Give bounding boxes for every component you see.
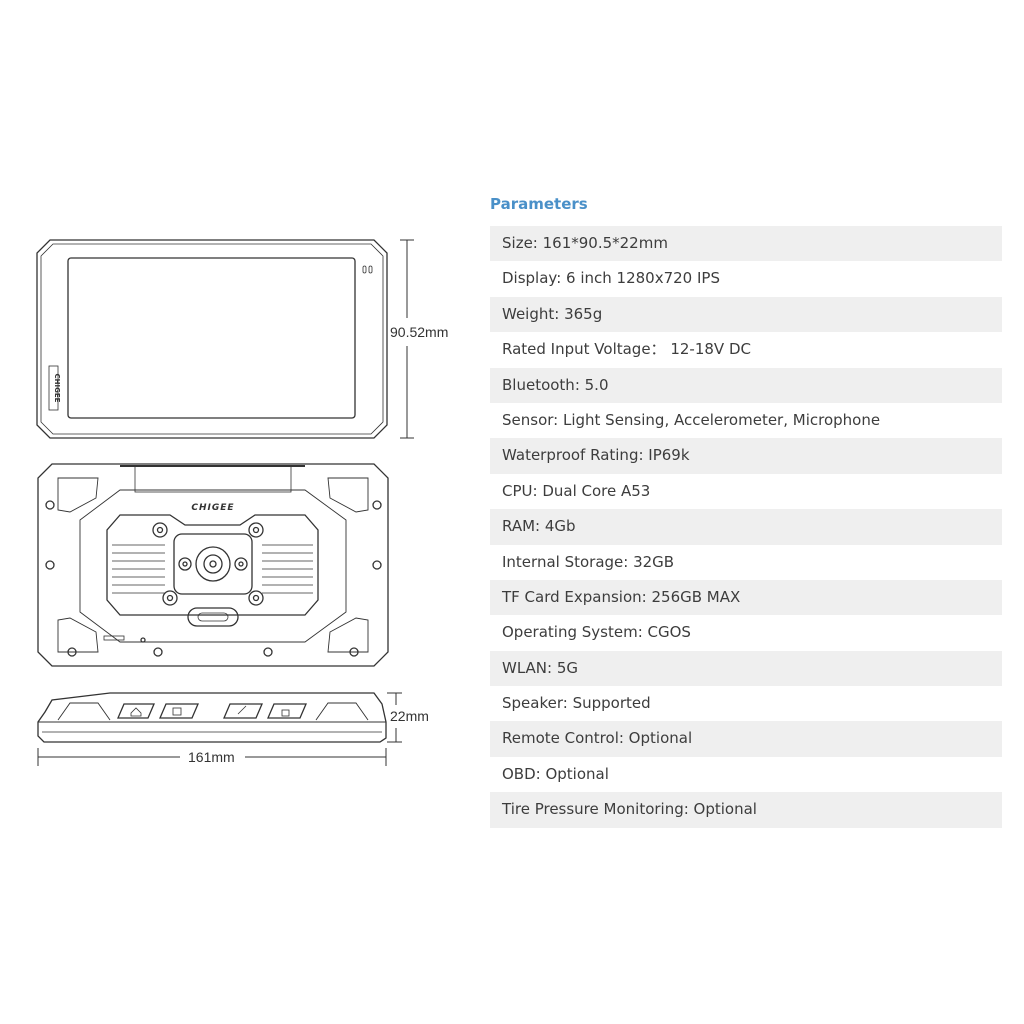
depth-label: 22mm <box>390 708 429 724</box>
logo-text-front: CHIGEE <box>53 374 61 403</box>
device-line-drawings: CHIGEE CHIGEE <box>36 239 414 766</box>
parameter-row: Waterproof Rating: IP69k <box>490 438 1002 474</box>
side-view <box>37 692 387 743</box>
technical-drawings: CHIGEE CHIGEE 90.52mm 22mm 161mm <box>0 0 480 1024</box>
parameter-row: Rated Input Voltage： 12-18V DC <box>502 340 751 359</box>
parameter-row: Weight: 365g <box>490 296 1002 333</box>
parameter-row: WLAN: 5G <box>490 650 1002 687</box>
parameter-row: Sensor: Light Sensing, Accelerometer, Mi… <box>502 410 881 429</box>
logo-text-back: CHIGEE <box>191 503 234 513</box>
parameter-row: RAM: 4Gb <box>490 509 1002 545</box>
width-dimension <box>37 748 387 766</box>
depth-dimension <box>387 692 402 743</box>
parameter-row: Tire Pressure Monitoring: Optional <box>490 792 1002 828</box>
parameter-row: CPU: Dual Core A53 <box>502 481 651 500</box>
parameter-row: Bluetooth: 5.0 <box>490 367 1002 403</box>
parameter-row: Size: 161*90.5*22mm <box>490 226 1002 262</box>
parameter-row: Operating System: CGOS <box>502 623 691 642</box>
parameter-row: TF Card Expansion: 256GB MAX <box>490 579 1002 616</box>
parameters-title: Parameters <box>490 195 588 213</box>
front-view <box>36 239 388 439</box>
parameter-row: Remote Control: Optional <box>490 721 1002 757</box>
height-label: 90.52mm <box>390 324 449 340</box>
parameter-row: OBD: Optional <box>502 764 609 783</box>
parameter-row: Display: 6 inch 1280x720 IPS <box>502 269 720 288</box>
height-dimension <box>400 239 414 439</box>
parameter-row: Speaker: Supported <box>502 694 651 713</box>
back-view <box>37 463 389 667</box>
parameter-row: Internal Storage: 32GB <box>502 552 675 571</box>
width-label: 161mm <box>188 749 235 765</box>
